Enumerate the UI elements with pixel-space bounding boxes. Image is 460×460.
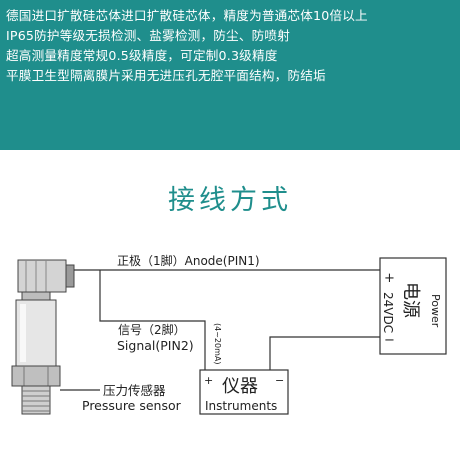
wiring-diagram: 正极（1脚）Anode(PIN1) 信号（2脚） Signal(PIN2) (4… — [11, 253, 447, 415]
banner-line-1: 德国进口扩散硅芯体进口扩散硅芯体，精度为普通芯体10倍以上 — [6, 8, 368, 23]
anode-label: 正极（1脚）Anode(PIN1) — [117, 253, 260, 268]
banner-line-3: 超高测量精度常规0.5级精度，可定制0.3级精度 — [6, 48, 278, 63]
current-range-label: (4~20mA) — [213, 323, 222, 364]
power-voltage-label: 24VDC — [381, 292, 395, 333]
banner-line-4: 平膜卫生型隔离膜片采用无进压孔无腔平面结构，防结垢 — [6, 68, 326, 83]
pressure-sensor-icon — [11, 259, 75, 415]
diagram-title: 接线方式 — [168, 185, 292, 216]
instrument-minus-label: − — [275, 374, 284, 387]
signal-wire — [99, 270, 206, 370]
sensor-label-cn: 压力传感器 — [103, 383, 166, 398]
power-box — [379, 257, 447, 355]
instrument-label-en: Instruments — [205, 399, 277, 413]
instrument-plus-label: + — [204, 374, 213, 387]
instrument-label-cn: 仪器 — [222, 376, 258, 397]
power-plus-label: + — [384, 271, 395, 286]
signal-label-cn: 信号（2脚） — [118, 322, 186, 337]
sensor-label-en: Pressure sensor — [82, 398, 182, 413]
feature-banner: 德国进口扩散硅芯体进口扩散硅芯体，精度为普通芯体10倍以上 IP65防护等级无损… — [0, 0, 460, 150]
wires — [60, 269, 380, 391]
signal-label-en: Signal(PIN2) — [117, 338, 194, 353]
instrument: + − 仪器 Instruments — [199, 369, 289, 415]
power-label-en: Power — [429, 294, 442, 328]
return-wire — [269, 336, 380, 370]
power-label-cn: 电源 — [400, 282, 421, 318]
power-minus-label: − — [384, 333, 395, 348]
power-supply: + − 24VDC 电源 Power — [379, 257, 447, 355]
instrument-box — [199, 369, 289, 415]
banner-line-2: IP65防护等级无损检测、盐雾检测，防尘、防喷射 — [6, 28, 291, 43]
